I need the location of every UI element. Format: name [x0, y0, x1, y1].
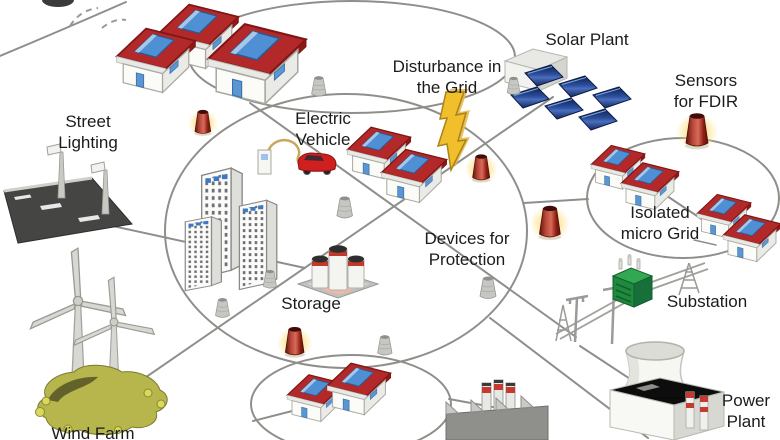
sensor-cone-icon [276, 326, 313, 360]
label-sensors-fdir: Sensors for FDIR [673, 71, 739, 111]
solar-plant-icon [503, 48, 632, 131]
storage-tank [311, 255, 329, 289]
house-icon [326, 362, 392, 416]
houses-bottom-cluster [286, 362, 392, 423]
wind-farm-icon [29, 247, 168, 435]
houses-to-substation-line [249, 102, 577, 338]
houses-microgrid-right [696, 193, 780, 263]
factory-icon [445, 379, 549, 440]
house-icon [115, 27, 197, 94]
feeder-line [0, 1, 127, 57]
sensor-cone-icon [675, 112, 719, 152]
label-street-lighting: Street Lighting [58, 112, 118, 152]
label-electric-vehicle: Electric Vehicle [295, 109, 351, 149]
street-lighting-icon [3, 143, 133, 244]
office-tower-icon [184, 216, 222, 292]
label-wind-farm: Wind Farm [51, 424, 135, 440]
label-devices-protection: Devices for Protection [424, 229, 510, 269]
label-substation: Substation [666, 292, 748, 311]
protection-cone-icon [336, 196, 353, 219]
label-power-plant: Power Plant [721, 391, 771, 431]
protection-cone-icon [377, 334, 393, 356]
storage-tank [347, 255, 365, 289]
storage-icon [296, 245, 380, 299]
houses-center-cluster [346, 126, 448, 204]
protection-cone-icon [479, 276, 497, 300]
lightning-bolt-icon [436, 89, 470, 173]
storage-tank [328, 245, 348, 291]
houses-top-cluster [115, 3, 307, 105]
grid-to-microgrid-line [523, 198, 589, 204]
protection-cone-icon [311, 75, 327, 97]
microgrid-label-leader [693, 239, 717, 246]
sensor-cone-icon [464, 153, 498, 185]
substation-icon [555, 254, 709, 345]
label-disturbance: Disturbance in the Grid [392, 57, 502, 97]
cloud-signal-icon [42, 0, 127, 29]
bottom-community-ring [250, 354, 452, 440]
solar-panel-array [510, 64, 632, 131]
electric-car-icon [297, 152, 337, 175]
ev-charging-station-icon [257, 139, 303, 175]
sensor-cone-icon [529, 205, 571, 243]
power-plant-icon [609, 341, 725, 440]
sensor-cone-icon [187, 109, 219, 138]
street-lamp-icon [90, 161, 110, 215]
transformer-icon [611, 254, 654, 308]
city-buildings-icon [184, 167, 278, 292]
solar-to-windfarm-line [135, 96, 554, 385]
label-isolated-micro-grid: Isolated micro Grid [620, 203, 700, 243]
street-lamp-icon [46, 143, 66, 199]
houses-microgrid-left [590, 144, 680, 211]
label-solar-plant: Solar Plant [545, 30, 629, 49]
label-storage: Storage [281, 294, 341, 313]
protection-cone-icon [215, 297, 230, 318]
plant-chimneys [685, 391, 709, 431]
